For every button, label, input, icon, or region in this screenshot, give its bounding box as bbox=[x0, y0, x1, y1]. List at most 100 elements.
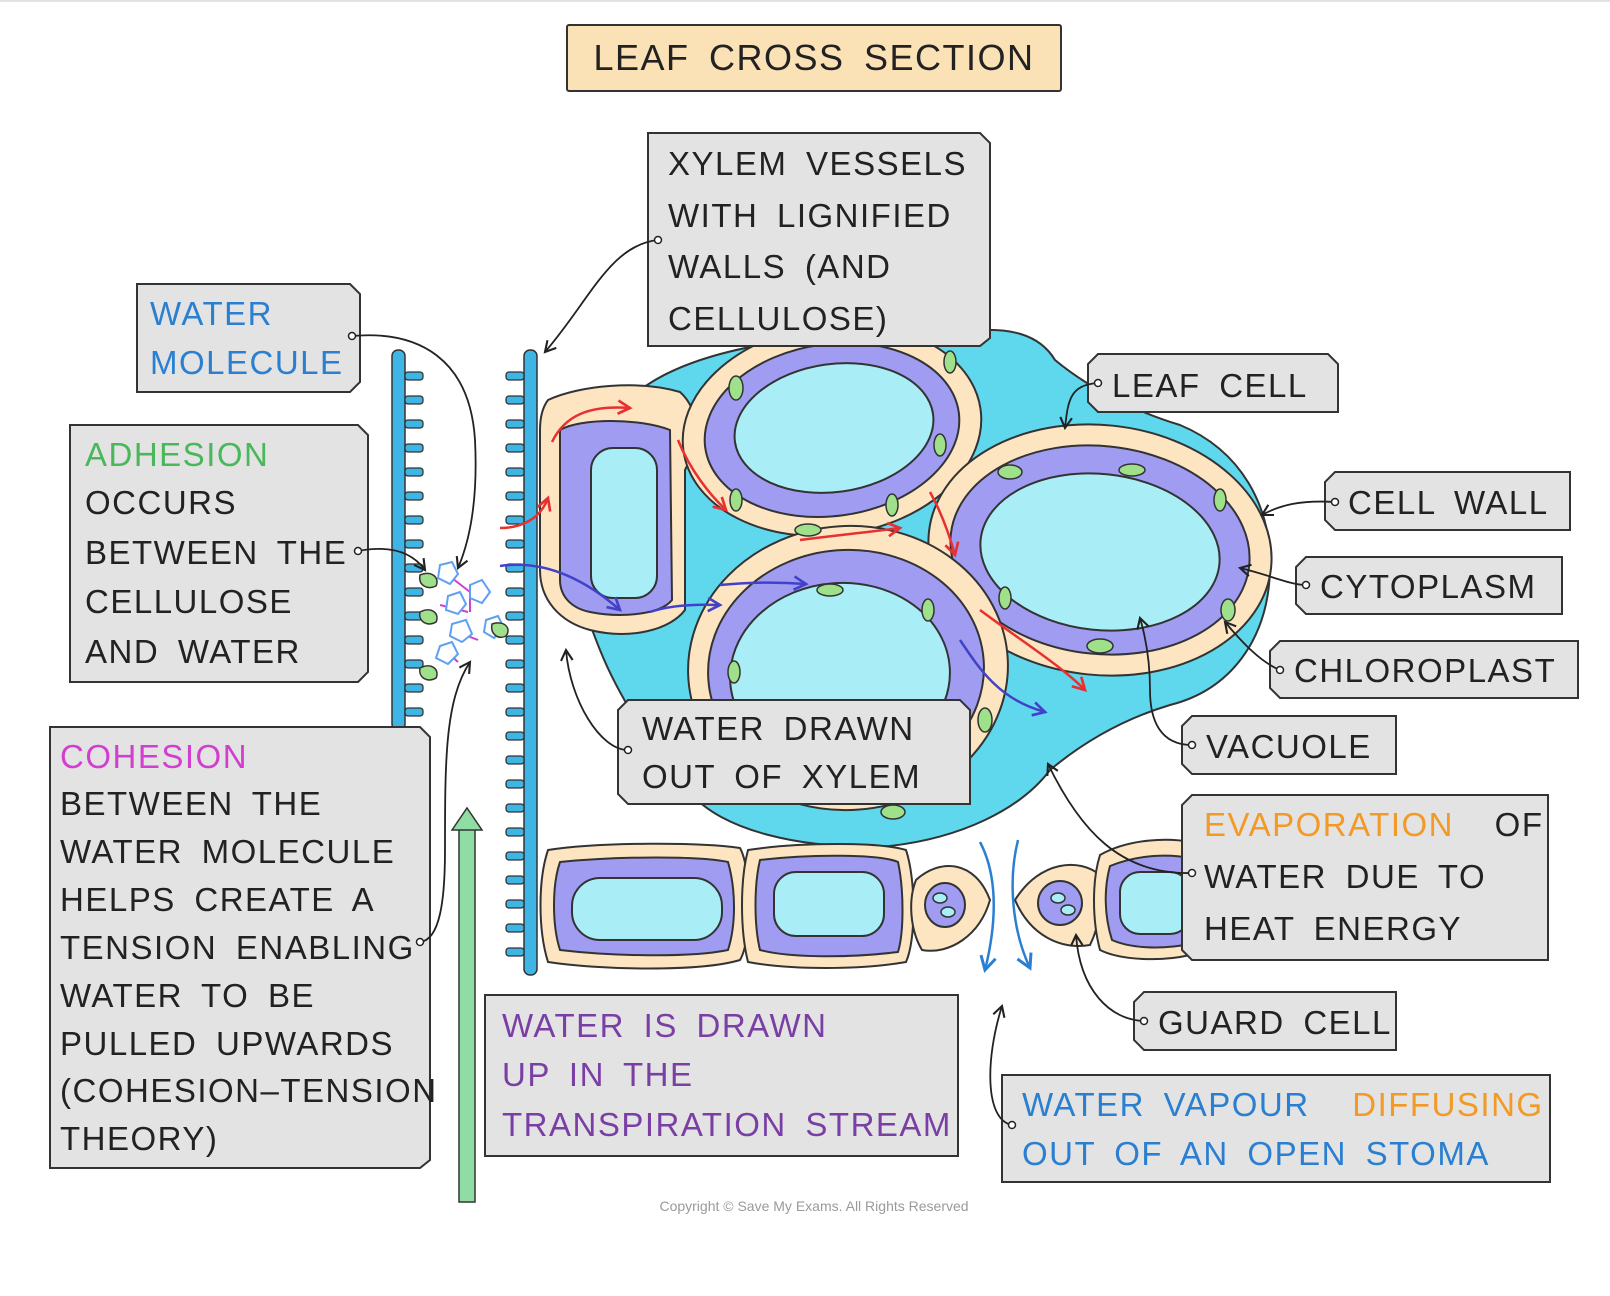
xylem-pit bbox=[404, 371, 424, 381]
xylem-pit bbox=[404, 707, 424, 717]
xylem-pit bbox=[404, 587, 424, 597]
adhesion-line-3: CELLULOSE bbox=[85, 583, 293, 620]
cohesion-keyword: COHESION bbox=[60, 738, 248, 775]
label-transpiration: WATER IS DRAWN UP IN THE TRANSPIRATION S… bbox=[484, 994, 959, 1157]
xylem-pit bbox=[505, 539, 525, 549]
xylem-pit bbox=[505, 491, 525, 501]
evaporation-keyword: EVAPORATION bbox=[1204, 806, 1454, 843]
xylem-pit bbox=[505, 635, 525, 645]
leader-dots bbox=[347, 235, 1340, 1130]
label-evaporation: EVAPORATION OF WATER DUE TO HEAT ENERGY bbox=[1181, 794, 1549, 961]
title-text: LEAF CROSS SECTION bbox=[593, 37, 1034, 78]
leaf-cell-left-upper bbox=[539, 384, 697, 635]
leaf-cell-text: LEAF CELL bbox=[1112, 367, 1308, 404]
water-vapour-line-1: WATER VAPOUR DIFFUSING bbox=[1022, 1086, 1544, 1123]
water-drawn-line-2: OUT OF XYLEM bbox=[642, 758, 921, 795]
xylem-pit bbox=[505, 803, 525, 813]
copyright-text: Copyright © Save My Exams. All Rights Re… bbox=[659, 1198, 968, 1214]
label-chloroplast: CHLOROPLAST bbox=[1269, 640, 1579, 699]
leader-lines bbox=[351, 239, 1336, 1126]
label-water-vapour: WATER VAPOUR DIFFUSING OUT OF AN OPEN ST… bbox=[1001, 1074, 1551, 1183]
water-molecule-cluster bbox=[419, 560, 509, 681]
xylem-line-1: XYLEM VESSELS bbox=[668, 145, 967, 182]
xylem-pit bbox=[404, 635, 424, 645]
adhesion-line-2: BETWEEN THE bbox=[85, 534, 347, 571]
label-vacuole: VACUOLE bbox=[1181, 715, 1397, 775]
label-guard-cell: GUARD CELL bbox=[1133, 991, 1397, 1051]
xylem-pit bbox=[404, 683, 424, 693]
xylem-pit bbox=[404, 659, 424, 669]
xylem-pit bbox=[505, 851, 525, 861]
xylem-pit bbox=[404, 395, 424, 405]
xylem-pit bbox=[505, 515, 525, 525]
xylem-pit bbox=[505, 587, 525, 597]
cohesion-line-2: WATER MOLECULE bbox=[60, 833, 395, 870]
xylem-pit bbox=[505, 947, 525, 957]
xylem-line-2: WITH LIGNIFIED bbox=[668, 197, 952, 234]
xylem-line-4: CELLULOSE) bbox=[668, 300, 888, 337]
xylem-pit bbox=[505, 875, 525, 885]
cohesion-line-1: BETWEEN THE bbox=[60, 785, 322, 822]
evaporation-of: OF bbox=[1495, 806, 1544, 843]
evaporation-line-1: EVAPORATION OF bbox=[1204, 806, 1543, 843]
adhesion-keyword: ADHESION bbox=[85, 436, 269, 473]
xylem-vessel bbox=[391, 349, 538, 976]
xylem-pit bbox=[505, 731, 525, 741]
water-flow-red-arrows bbox=[499, 407, 1085, 690]
xylem-pit bbox=[505, 659, 525, 669]
xylem-pit bbox=[505, 923, 525, 933]
water-vapour-line-2: OUT OF AN OPEN STOMA bbox=[1022, 1135, 1490, 1172]
epidermis bbox=[539, 838, 1191, 970]
xylem-line-3: WALLS (AND bbox=[668, 248, 891, 285]
label-adhesion: ADHESION OCCURS BETWEEN THE CELLULOSE AN… bbox=[69, 424, 369, 683]
evaporation-line-3: HEAT ENERGY bbox=[1204, 910, 1462, 947]
xylem-pit bbox=[505, 827, 525, 837]
label-cell-wall: CELL WALL bbox=[1324, 471, 1571, 531]
cohesion-line-3: HELPS CREATE A bbox=[60, 881, 375, 918]
label-cytoplasm: CYTOPLASM bbox=[1295, 556, 1563, 615]
leaf-cell-right bbox=[927, 423, 1273, 677]
water-flow-blue-arrows bbox=[499, 563, 1045, 712]
xylem-pit bbox=[404, 491, 424, 501]
label-xylem-vessels: XYLEM VESSELS WITH LIGNIFIED WALLS (AND … bbox=[647, 132, 991, 347]
cytoplasm-text: CYTOPLASM bbox=[1320, 568, 1536, 605]
cohesion-line-4: TENSION ENABLING bbox=[60, 929, 415, 966]
chloroplast-text: CHLOROPLAST bbox=[1294, 652, 1556, 689]
xylem-pit bbox=[505, 419, 525, 429]
xylem-pit bbox=[505, 611, 525, 621]
chloroplasts bbox=[727, 350, 1236, 820]
label-water-drawn-out: WATER DRAWN OUT OF XYLEM bbox=[617, 699, 971, 805]
xylem-pit bbox=[404, 467, 424, 477]
transpiration-line-3: TRANSPIRATION STREAM bbox=[502, 1106, 952, 1143]
xylem-pit bbox=[505, 899, 525, 909]
xylem-pit bbox=[404, 539, 424, 549]
title-box: LEAF CROSS SECTION bbox=[566, 24, 1062, 92]
water-vapour-part2: DIFFUSING bbox=[1352, 1086, 1543, 1123]
water-molecule-line-1: WATER bbox=[150, 295, 273, 332]
label-cohesion: COHESION BETWEEN THE WATER MOLECULE HELP… bbox=[49, 726, 438, 1169]
label-water-molecule: WATER MOLECULE bbox=[136, 283, 361, 393]
evaporation-line-2: WATER DUE TO bbox=[1204, 858, 1486, 895]
xylem-pit bbox=[505, 683, 525, 693]
cell-wall-text: CELL WALL bbox=[1348, 484, 1549, 521]
xylem-pit bbox=[505, 395, 525, 405]
cohesion-line-7: (COHESION–TENSION bbox=[60, 1072, 438, 1109]
vacuole-text: VACUOLE bbox=[1206, 728, 1372, 765]
transpiration-line-2: UP IN THE bbox=[502, 1056, 694, 1093]
transpiration-stream-arrow bbox=[450, 806, 484, 1203]
water-molecule-line-2: MOLECULE bbox=[150, 344, 344, 381]
adhesion-line-1: OCCURS bbox=[85, 484, 237, 521]
top-border bbox=[0, 0, 1610, 2]
water-drawn-line-1: WATER DRAWN bbox=[642, 710, 915, 747]
water-vapour-part1: WATER VAPOUR bbox=[1022, 1086, 1310, 1123]
xylem-pit bbox=[505, 443, 525, 453]
guard-cell-text: GUARD CELL bbox=[1158, 1004, 1392, 1041]
xylem-pit bbox=[404, 443, 424, 453]
xylem-wall-right bbox=[505, 371, 525, 957]
xylem-pit bbox=[505, 467, 525, 477]
transpiration-line-1: WATER IS DRAWN bbox=[502, 1007, 827, 1044]
cohesion-line-5: WATER TO BE bbox=[60, 977, 315, 1014]
xylem-pit bbox=[505, 779, 525, 789]
xylem-pit bbox=[404, 419, 424, 429]
